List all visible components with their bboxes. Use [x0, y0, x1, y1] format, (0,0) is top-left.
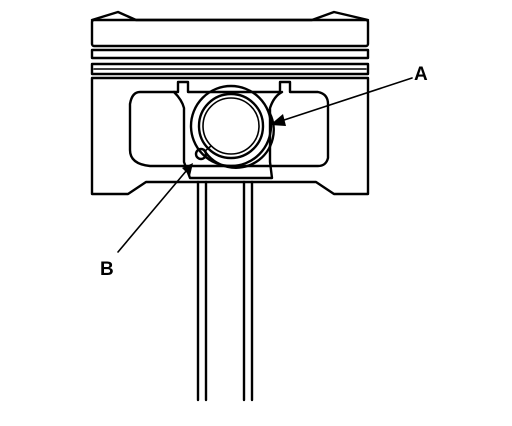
label-a: A: [414, 64, 428, 85]
piston-crown: [90, 10, 370, 48]
leader-arrow-a: [270, 77, 413, 126]
connecting-rod: [196, 180, 254, 402]
label-b: B: [100, 259, 114, 280]
pin-clip: [194, 108, 275, 169]
pin-boss: [128, 80, 330, 180]
leader-arrow-b: [117, 163, 193, 253]
piston-skirt: [90, 76, 370, 196]
piston-pin: [189, 84, 273, 168]
piston-ring-grooves: [90, 48, 370, 76]
